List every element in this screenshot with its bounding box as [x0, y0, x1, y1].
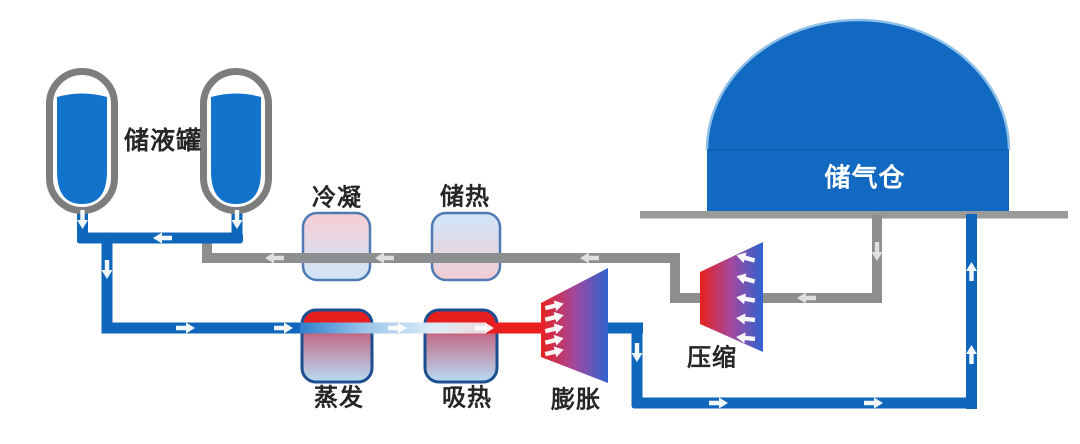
gas-storage-dome [705, 18, 1011, 211]
liquid-tank-left [46, 68, 118, 214]
condenser-box [301, 211, 372, 282]
heat-absorber-label: 吸热 [442, 384, 492, 412]
evaporator-label: 蒸发 [314, 384, 364, 412]
compressor-turbine-icon [700, 242, 763, 352]
evaporator-box [300, 308, 374, 384]
heat-absorber-box [423, 308, 499, 384]
liquid-tanks-label: 储液罐 [123, 127, 203, 155]
condenser-label: 冷凝 [312, 184, 362, 212]
gas-store-label: 储气仓 [824, 162, 906, 193]
liquid-tank-right [200, 68, 272, 214]
heat-store-label: 储热 [440, 183, 490, 211]
blue-pipe-network [77, 205, 977, 409]
expander-turbine-icon [541, 268, 608, 383]
expander-label: 膨胀 [551, 386, 601, 414]
compressor-label: 压缩 [687, 344, 737, 372]
ground-line [640, 211, 1068, 219]
heat-storage-box [430, 211, 502, 282]
